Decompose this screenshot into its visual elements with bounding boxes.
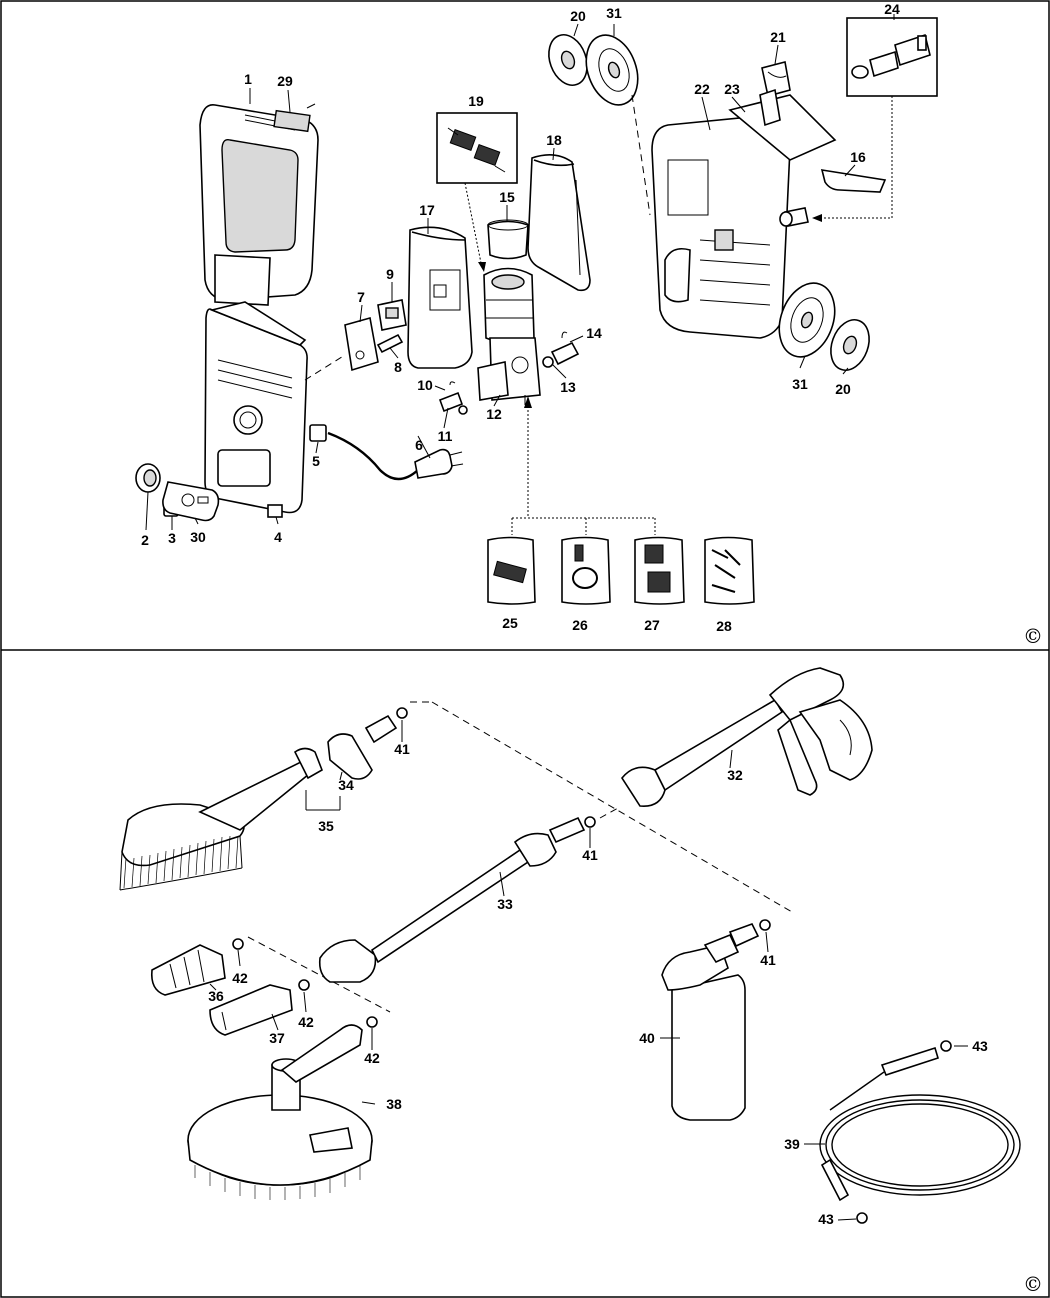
label-36: 36 xyxy=(208,988,224,1004)
part-rear-chassis xyxy=(651,88,837,339)
part-wheel-bottom xyxy=(778,282,836,358)
label-39: 39 xyxy=(784,1136,800,1152)
label-37: 37 xyxy=(269,1030,285,1046)
bottom-panel xyxy=(119,667,1021,1224)
part-side-cover xyxy=(527,154,591,292)
label-5: 5 xyxy=(312,453,320,469)
part-housing-half xyxy=(407,226,473,369)
label-32: 32 xyxy=(727,767,743,783)
label-42-patio: 42 xyxy=(364,1050,380,1066)
copyright-symbol-top: © xyxy=(1023,624,1043,648)
part-lance xyxy=(318,816,596,983)
label-3: 3 xyxy=(168,530,176,546)
label-10: 10 xyxy=(417,377,433,393)
part-outlet-fitting xyxy=(542,331,580,368)
part-front-housing xyxy=(204,301,308,518)
part-hub-cap-top xyxy=(548,34,588,86)
part-inlet-connector xyxy=(779,207,809,227)
part-pcb-plate xyxy=(344,316,379,372)
label-20-top: 20 xyxy=(570,8,586,24)
label-26: 26 xyxy=(572,617,588,633)
part-turbo-nozzle xyxy=(150,938,244,996)
label-13: 13 xyxy=(560,379,576,395)
part-power-cable xyxy=(327,431,464,481)
bottom-panel-labels: 41 34 35 32 41 33 41 42 36 42 37 42 40 4… xyxy=(208,741,988,1227)
kit-bag-26 xyxy=(561,536,611,605)
label-15: 15 xyxy=(499,189,515,205)
label-29: 29 xyxy=(277,73,293,89)
copyright-symbol-bottom: © xyxy=(1023,1272,1043,1296)
label-16: 16 xyxy=(850,149,866,165)
part-label-plate xyxy=(273,103,316,133)
label-23: 23 xyxy=(724,81,740,97)
label-28: 28 xyxy=(716,618,732,634)
label-30: 30 xyxy=(190,529,206,545)
label-19: 19 xyxy=(468,93,484,109)
label-1: 1 xyxy=(244,71,252,87)
part-wash-brush xyxy=(119,747,323,891)
part-pin xyxy=(376,333,404,354)
label-17: 17 xyxy=(419,202,435,218)
part-carbon-brushes xyxy=(436,112,518,272)
part-detergent-bottle xyxy=(661,919,771,1121)
label-4: 4 xyxy=(274,529,282,545)
part-clip xyxy=(761,61,791,97)
part-connector xyxy=(309,424,327,442)
part-hose xyxy=(819,1040,1021,1224)
label-35: 35 xyxy=(318,818,334,834)
part-inlet-kit xyxy=(846,17,938,97)
label-31-top: 31 xyxy=(606,5,622,21)
label-7: 7 xyxy=(357,289,365,305)
label-33: 33 xyxy=(497,896,513,912)
part-wheel-top xyxy=(585,34,639,106)
part-control-panel xyxy=(162,481,220,522)
label-41-brush: 41 xyxy=(394,741,410,757)
top-panel-labels: 1 29 19 20 31 21 24 22 23 16 18 15 17 9 … xyxy=(141,1,900,634)
label-43-bottom: 43 xyxy=(818,1211,834,1227)
part-hub-cap-bottom xyxy=(830,319,870,371)
label-9: 9 xyxy=(386,266,394,282)
label-25: 25 xyxy=(502,615,518,631)
label-12: 12 xyxy=(486,406,502,422)
top-panel xyxy=(135,14,938,605)
label-41-lance: 41 xyxy=(582,847,598,863)
part-strap xyxy=(820,169,887,193)
part-brush-adapter xyxy=(327,707,408,780)
label-27: 27 xyxy=(644,617,660,633)
label-21: 21 xyxy=(770,29,786,45)
part-handle-top xyxy=(199,104,319,306)
label-42-turbo: 42 xyxy=(232,970,248,986)
label-34: 34 xyxy=(338,777,354,793)
kit-bag-28 xyxy=(704,536,755,605)
label-41-bottle: 41 xyxy=(760,952,776,968)
label-6: 6 xyxy=(415,437,423,453)
label-40: 40 xyxy=(639,1030,655,1046)
label-22: 22 xyxy=(694,81,710,97)
label-24: 24 xyxy=(884,1,900,17)
part-valve xyxy=(438,381,468,415)
part-spray-gun xyxy=(621,667,873,807)
label-20-bottom: 20 xyxy=(835,381,851,397)
part-knob xyxy=(135,463,161,493)
part-filter-cap xyxy=(487,219,529,260)
label-42-vario: 42 xyxy=(298,1014,314,1030)
label-38: 38 xyxy=(386,1096,402,1112)
part-switch xyxy=(377,299,407,331)
label-11: 11 xyxy=(438,428,453,444)
kit-bag-27 xyxy=(634,536,685,605)
label-14: 14 xyxy=(586,325,602,341)
label-31-bottom: 31 xyxy=(792,376,808,392)
label-8: 8 xyxy=(394,359,402,375)
label-43-top: 43 xyxy=(972,1038,988,1054)
label-18: 18 xyxy=(546,132,562,148)
label-2: 2 xyxy=(141,532,149,548)
part-vario-nozzle xyxy=(209,979,310,1036)
kit-bag-25 xyxy=(487,536,536,605)
part-motor-pump xyxy=(477,267,541,405)
part-patio-cleaner xyxy=(187,1016,378,1200)
